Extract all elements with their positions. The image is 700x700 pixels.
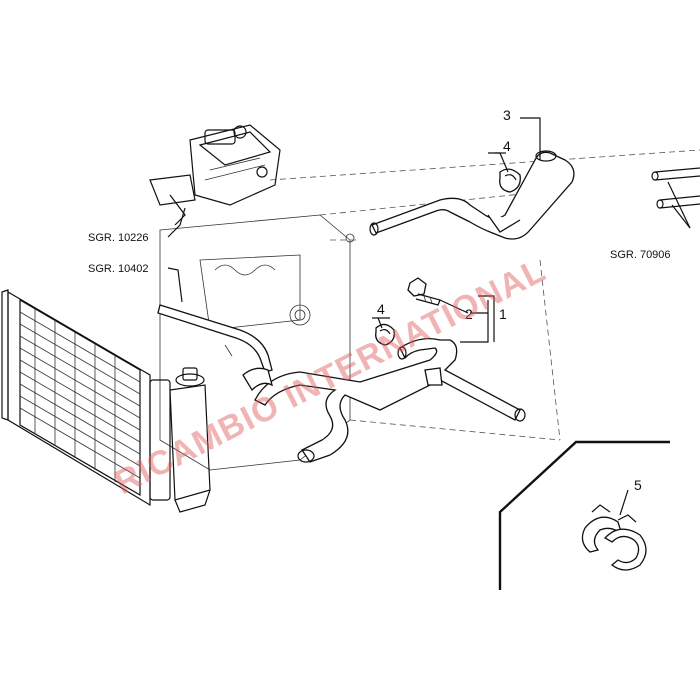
hose-part-3 bbox=[369, 150, 575, 240]
pipe-sgr-70906 bbox=[651, 167, 700, 209]
label-sgr-10226: SGR. 10226 bbox=[88, 232, 149, 244]
label-sgr-10402: SGR. 10402 bbox=[88, 263, 149, 275]
clip-part-4-top bbox=[499, 168, 521, 193]
watermark-text: RICAMBIO INTERNATIONAL bbox=[108, 251, 552, 502]
callout-4-mid: 4 bbox=[377, 301, 385, 317]
hose-clamp-part-5 bbox=[581, 504, 647, 571]
screw-part-2 bbox=[407, 277, 441, 306]
callout-1: 1 bbox=[499, 306, 507, 322]
callout-3: 3 bbox=[503, 107, 511, 123]
carburetor bbox=[149, 124, 281, 226]
hose-part-1 bbox=[242, 337, 526, 463]
pipe-sgr-10402 bbox=[157, 304, 273, 373]
callout-2: 2 bbox=[465, 306, 473, 322]
radiator bbox=[1, 289, 211, 513]
callout-4-top: 4 bbox=[503, 138, 511, 154]
callout-5: 5 bbox=[634, 477, 642, 493]
leader-lines bbox=[167, 117, 691, 516]
inset-frame bbox=[498, 440, 670, 590]
clip-part-4-mid bbox=[375, 323, 395, 346]
label-sgr-70906: SGR. 70906 bbox=[610, 249, 671, 261]
